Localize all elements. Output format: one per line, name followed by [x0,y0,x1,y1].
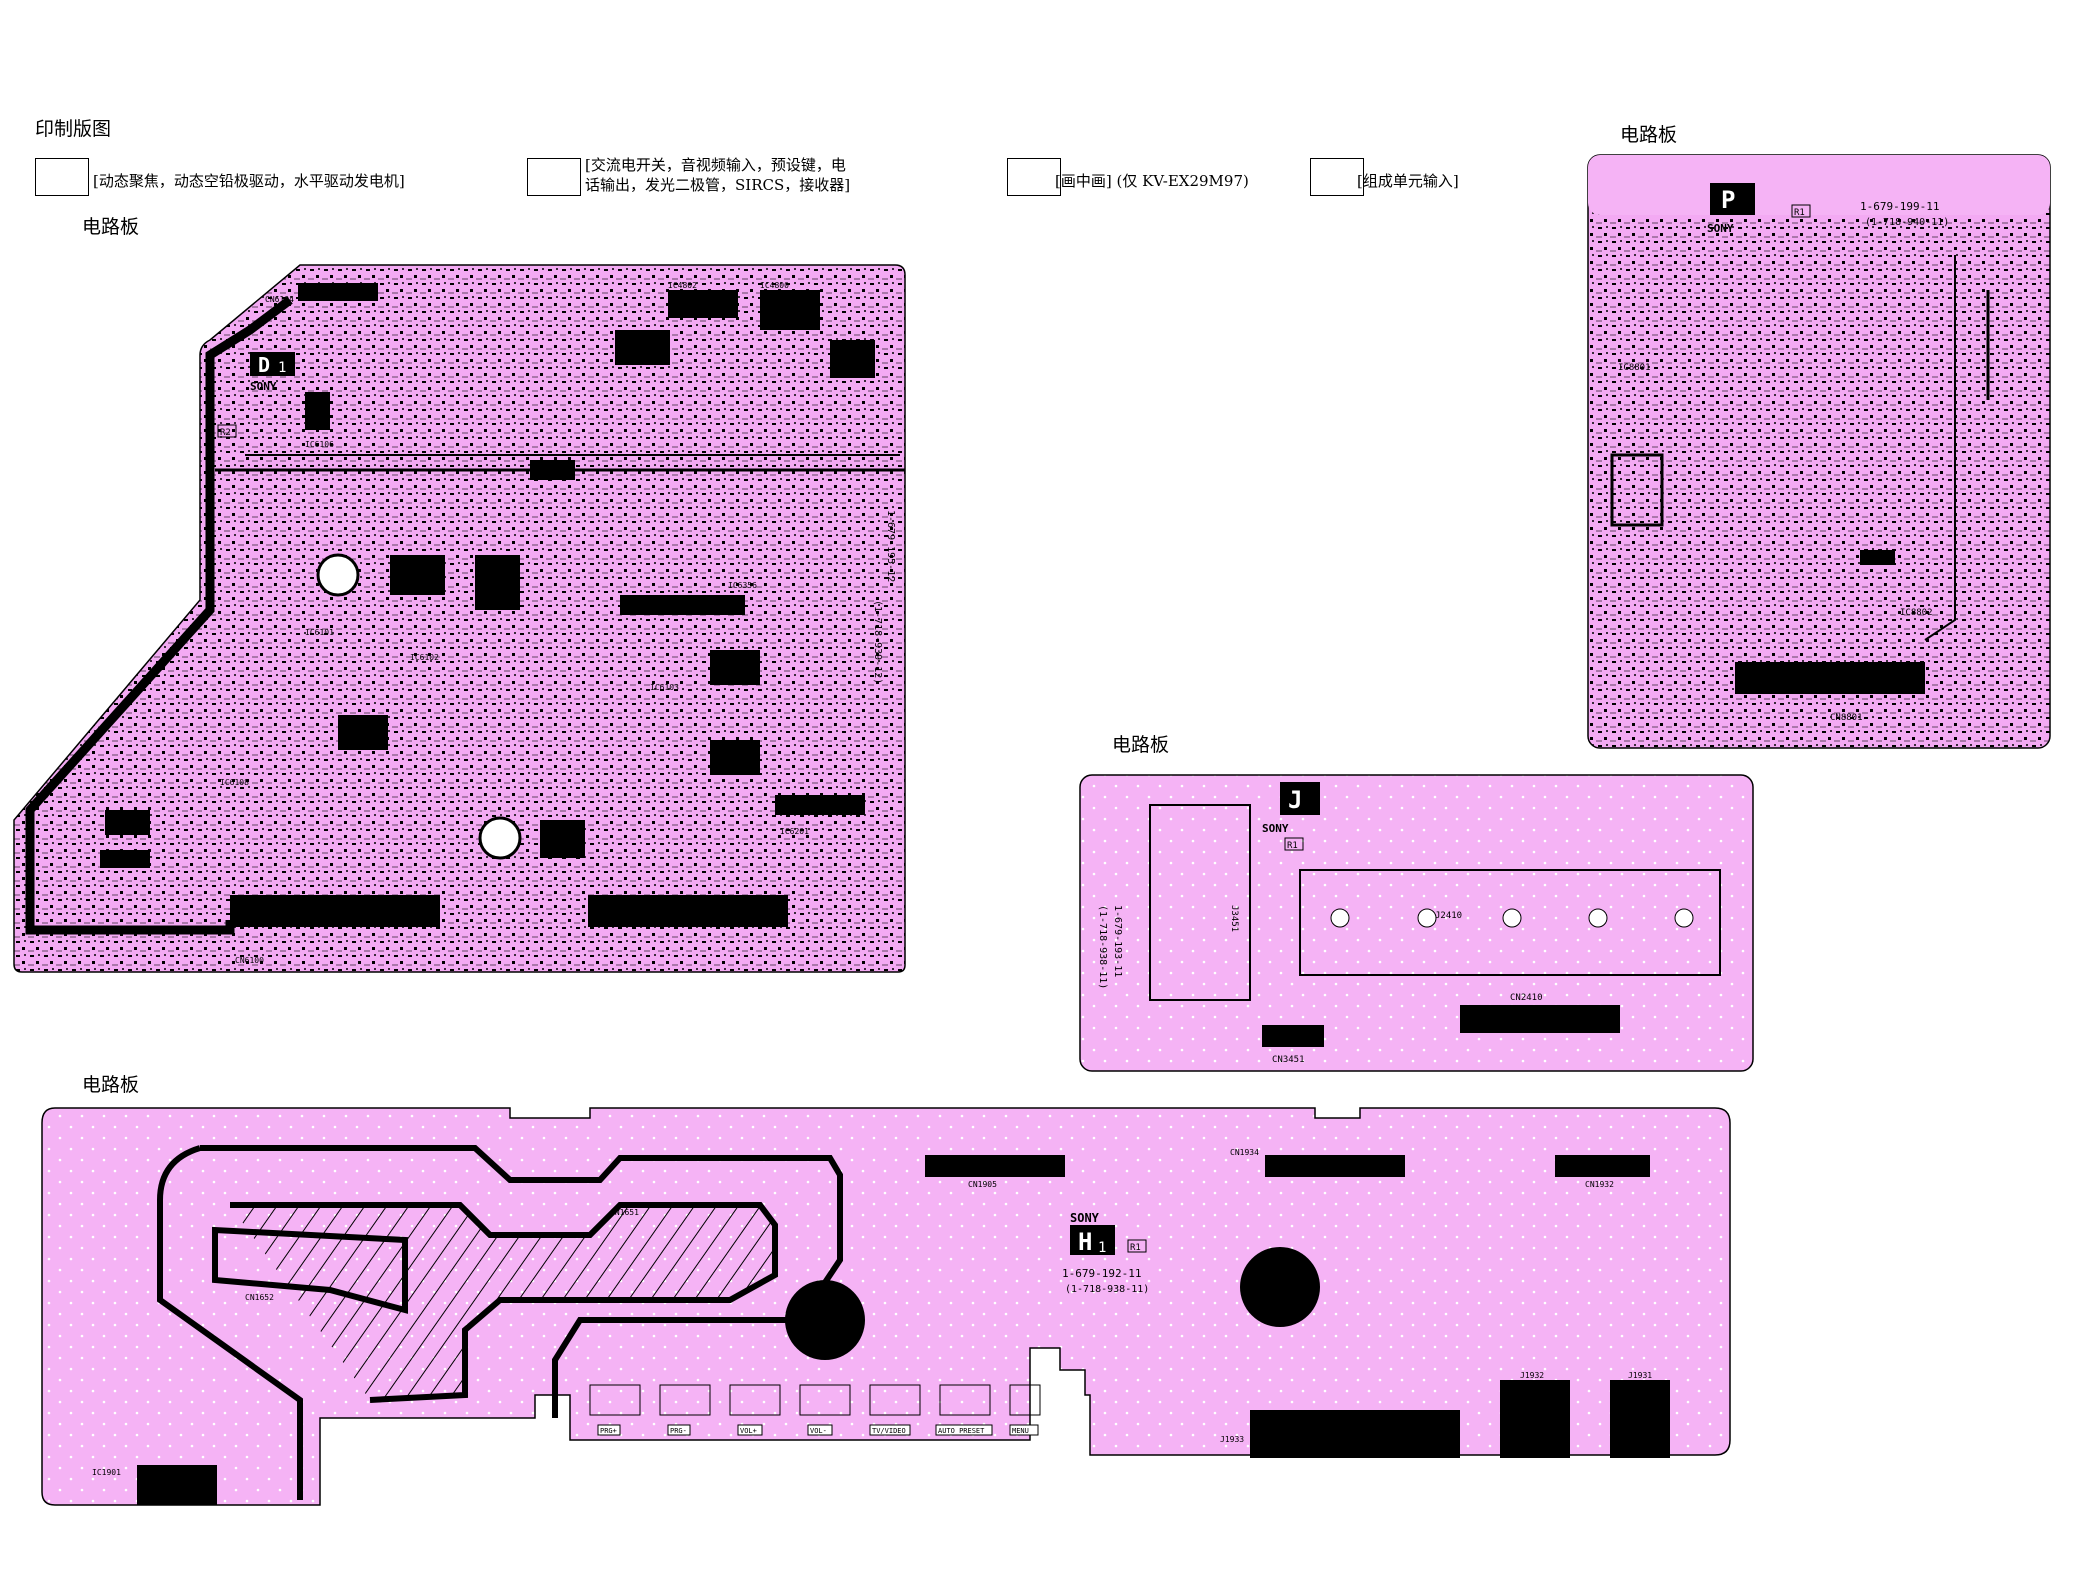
d1-chip-label: IC6108 [220,778,249,787]
h1-chip-label: IC1901 [92,1468,121,1477]
p-chip-label: CN8801 [1830,713,1863,723]
h1-chip-label: J1932 [1520,1371,1544,1380]
j-badge-letter: J [1288,786,1302,814]
d1-chip-label: CN6100 [235,956,264,965]
d1-chip-label: IC6201 [780,827,809,836]
switch-prg-minus-label: PRG- [670,1427,687,1435]
d1-chip-label: IC4807 [538,463,567,472]
legend-text-3: [画中画] (仅 KV-EX29M97) [1055,172,1249,190]
board-h1-caption: 电路板 [82,1074,140,1096]
p-brand: SONY [1707,222,1734,235]
h1-rev: R1 [1130,1243,1141,1253]
h1-switch-row: PRG+ PRG- VOL+ VOL- TV/VIDEO AUTO PRESET… [589,1384,1041,1436]
d1-chip-label: IC6356 [728,581,757,590]
board-j: J SONY R1 1-679-193-11 (1-718-938-11) J2… [1079,774,1754,1072]
switch-auto-preset-label: AUTO PRESET [938,1427,985,1435]
board-d1-caption: 电路板 [82,216,140,238]
j-chip-label: CN3451 [1272,1055,1305,1065]
switch-menu-label: MENU [1012,1427,1029,1435]
switch-vol-plus-label: VOL+ [740,1427,757,1435]
p-rev: R1 [1794,208,1805,218]
j-part-no2: (1-718-938-11) [1097,905,1108,989]
d1-chip-label: IC6102 [410,653,439,662]
h1-badge-num: 1 [1098,1240,1106,1256]
h1-chip-label: J1931 [1628,1371,1652,1380]
legend-swatch-4 [1310,158,1364,196]
legend-swatch-1 [35,158,89,196]
p-part-no2: (1-718-940-11) [1865,217,1949,228]
j-chip-label: CN2410 [1510,993,1543,1003]
p-part-no: 1-679-199-11 [1860,200,1939,213]
p-chip-label: IC8802 [1900,608,1933,618]
d1-rev: R2 [220,428,231,438]
legend-text-2a: [交流电开关，音视频输入，预设键，电 [585,156,846,174]
h1-badge-letter: H [1078,1228,1092,1256]
switch-vol-minus-label: VOL- [810,1427,827,1435]
legend-text-4: [组成单元输入] [1357,172,1459,190]
d1-chip-label: IC6103 [650,683,679,692]
p-badge-letter: P [1721,186,1735,214]
j-rca-jacks [1330,908,1694,928]
page-title: 印制版图 [35,118,112,140]
legend-swatch-2 [527,158,581,196]
p-chip-label: IC8801 [1618,363,1651,373]
board-p: P SONY R1 1-679-199-11 (1-718-940-11) IC… [1587,154,2051,749]
legend-text-2b: 话输出，发光二极管，SIRCS，接收器] [585,176,851,194]
legend-swatch-3 [1007,158,1061,196]
board-h1: H 1 SONY R1 1-679-192-11 (1-718-938-11) … [41,1107,1731,1506]
h1-chip-label: CN1932 [1585,1180,1614,1189]
h1-chip-label: CN1934 [1230,1148,1259,1157]
switch-tv-video-label: TV/VIDEO [872,1427,906,1435]
j-part-no: 1-679-193-11 [1112,905,1123,977]
h1-chip-label: CN1651 [610,1208,639,1217]
board-p-caption: 电路板 [1620,124,1678,146]
d1-chip-label: IC4800 [760,281,789,290]
d1-badge-letter: D [258,353,270,377]
h1-chip-label: CN1652 [245,1293,274,1302]
board-d1: D 1 SONY R2 1-679-195-12 (1-718-939-12) … [13,264,906,973]
j-chip-label: J3451 [1229,905,1239,932]
switch-prg-plus-label: PRG+ [600,1427,617,1435]
j-brand: SONY [1262,822,1289,835]
d1-chip-label: IC4802 [668,281,697,290]
d1-chip-label: CN6104 [265,295,294,304]
h1-brand: SONY [1070,1211,1100,1225]
h1-chip-label: CN1905 [968,1180,997,1189]
h1-part-no: 1-679-192-11 [1062,1267,1141,1280]
j-rev: R1 [1287,841,1298,851]
d1-part-no: 1-679-195-12 [885,510,896,582]
d1-part-no2: (1-718-939-12) [872,600,883,684]
d1-chip-label: IC6101 [305,628,334,637]
h1-part-no2: (1-718-938-11) [1065,1284,1149,1295]
legend-text-1: [动态聚焦，动态空铅极驱动，水平驱动发电机] [93,172,405,190]
d1-chip-label: IC6106 [305,440,334,449]
d1-brand: SONY [250,380,277,393]
h1-chip-label: J1933 [1220,1435,1244,1444]
d1-badge-num: 1 [278,360,286,376]
board-j-caption: 电路板 [1112,734,1170,756]
j-chip-label: J2410 [1435,911,1462,921]
